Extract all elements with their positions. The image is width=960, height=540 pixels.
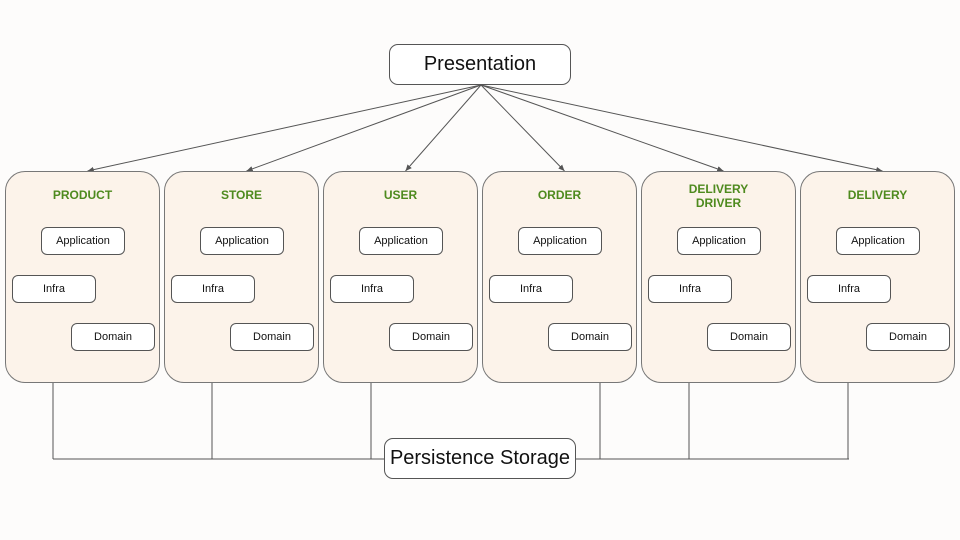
application-layer-label: Application (533, 235, 587, 247)
module-title: USER (383, 188, 418, 202)
domain-layer-label: Domain (571, 331, 609, 343)
presentation-node: Presentation (389, 44, 571, 85)
presentation-to-product-arrow (87, 84, 482, 173)
application-layer-label: Application (56, 235, 110, 247)
application-layer: Application (677, 227, 761, 255)
infra-layer: Infra (12, 275, 96, 303)
domain-layer: Domain (230, 323, 314, 351)
persistence-storage-node: Persistence Storage (384, 438, 576, 479)
application-layer: Application (41, 227, 125, 255)
module-title: DELIVERY DRIVER (688, 182, 749, 210)
application-layer: Application (836, 227, 920, 255)
infra-layer-label: Infra (201, 283, 224, 295)
domain-layer: Domain (389, 323, 473, 351)
domain-layer: Domain (548, 323, 632, 351)
application-layer: Application (200, 227, 284, 255)
infra-layer: Infra (171, 275, 255, 303)
domain-layer: Domain (707, 323, 791, 351)
module-title: STORE (220, 188, 263, 202)
infra-layer: Infra (330, 275, 414, 303)
application-layer-label: Application (215, 235, 269, 247)
domain-layer-label: Domain (889, 331, 927, 343)
infra-layer-label: Infra (360, 283, 383, 295)
module-title: DELIVERY (847, 188, 908, 202)
infra-layer-label: Infra (678, 283, 701, 295)
domain-layer: Domain (866, 323, 950, 351)
application-layer: Application (359, 227, 443, 255)
module-title: ORDER (537, 188, 582, 202)
domain-layer-label: Domain (253, 331, 291, 343)
presentation-to-delivery-driver-arrow (480, 84, 724, 172)
application-layer-label: Application (692, 235, 746, 247)
infra-layer-label: Infra (519, 283, 542, 295)
application-layer: Application (518, 227, 602, 255)
domain-layer: Domain (71, 323, 155, 351)
presentation-to-store-arrow (246, 84, 482, 172)
infra-layer: Infra (648, 275, 732, 303)
infra-layer: Infra (807, 275, 891, 303)
application-layer-label: Application (851, 235, 905, 247)
application-layer-label: Application (374, 235, 428, 247)
module-title: PRODUCT (52, 188, 113, 202)
presentation-to-user-arrow (405, 84, 482, 172)
presentation-label: Presentation (423, 53, 537, 75)
domain-layer-label: Domain (730, 331, 768, 343)
presentation-to-delivery-arrow (480, 84, 883, 173)
presentation-to-order-arrow (480, 84, 565, 172)
infra-layer: Infra (489, 275, 573, 303)
infra-layer-label: Infra (837, 283, 860, 295)
persistence-storage-label: Persistence Storage (389, 447, 571, 469)
domain-layer-label: Domain (94, 331, 132, 343)
infra-layer-label: Infra (42, 283, 65, 295)
domain-layer-label: Domain (412, 331, 450, 343)
